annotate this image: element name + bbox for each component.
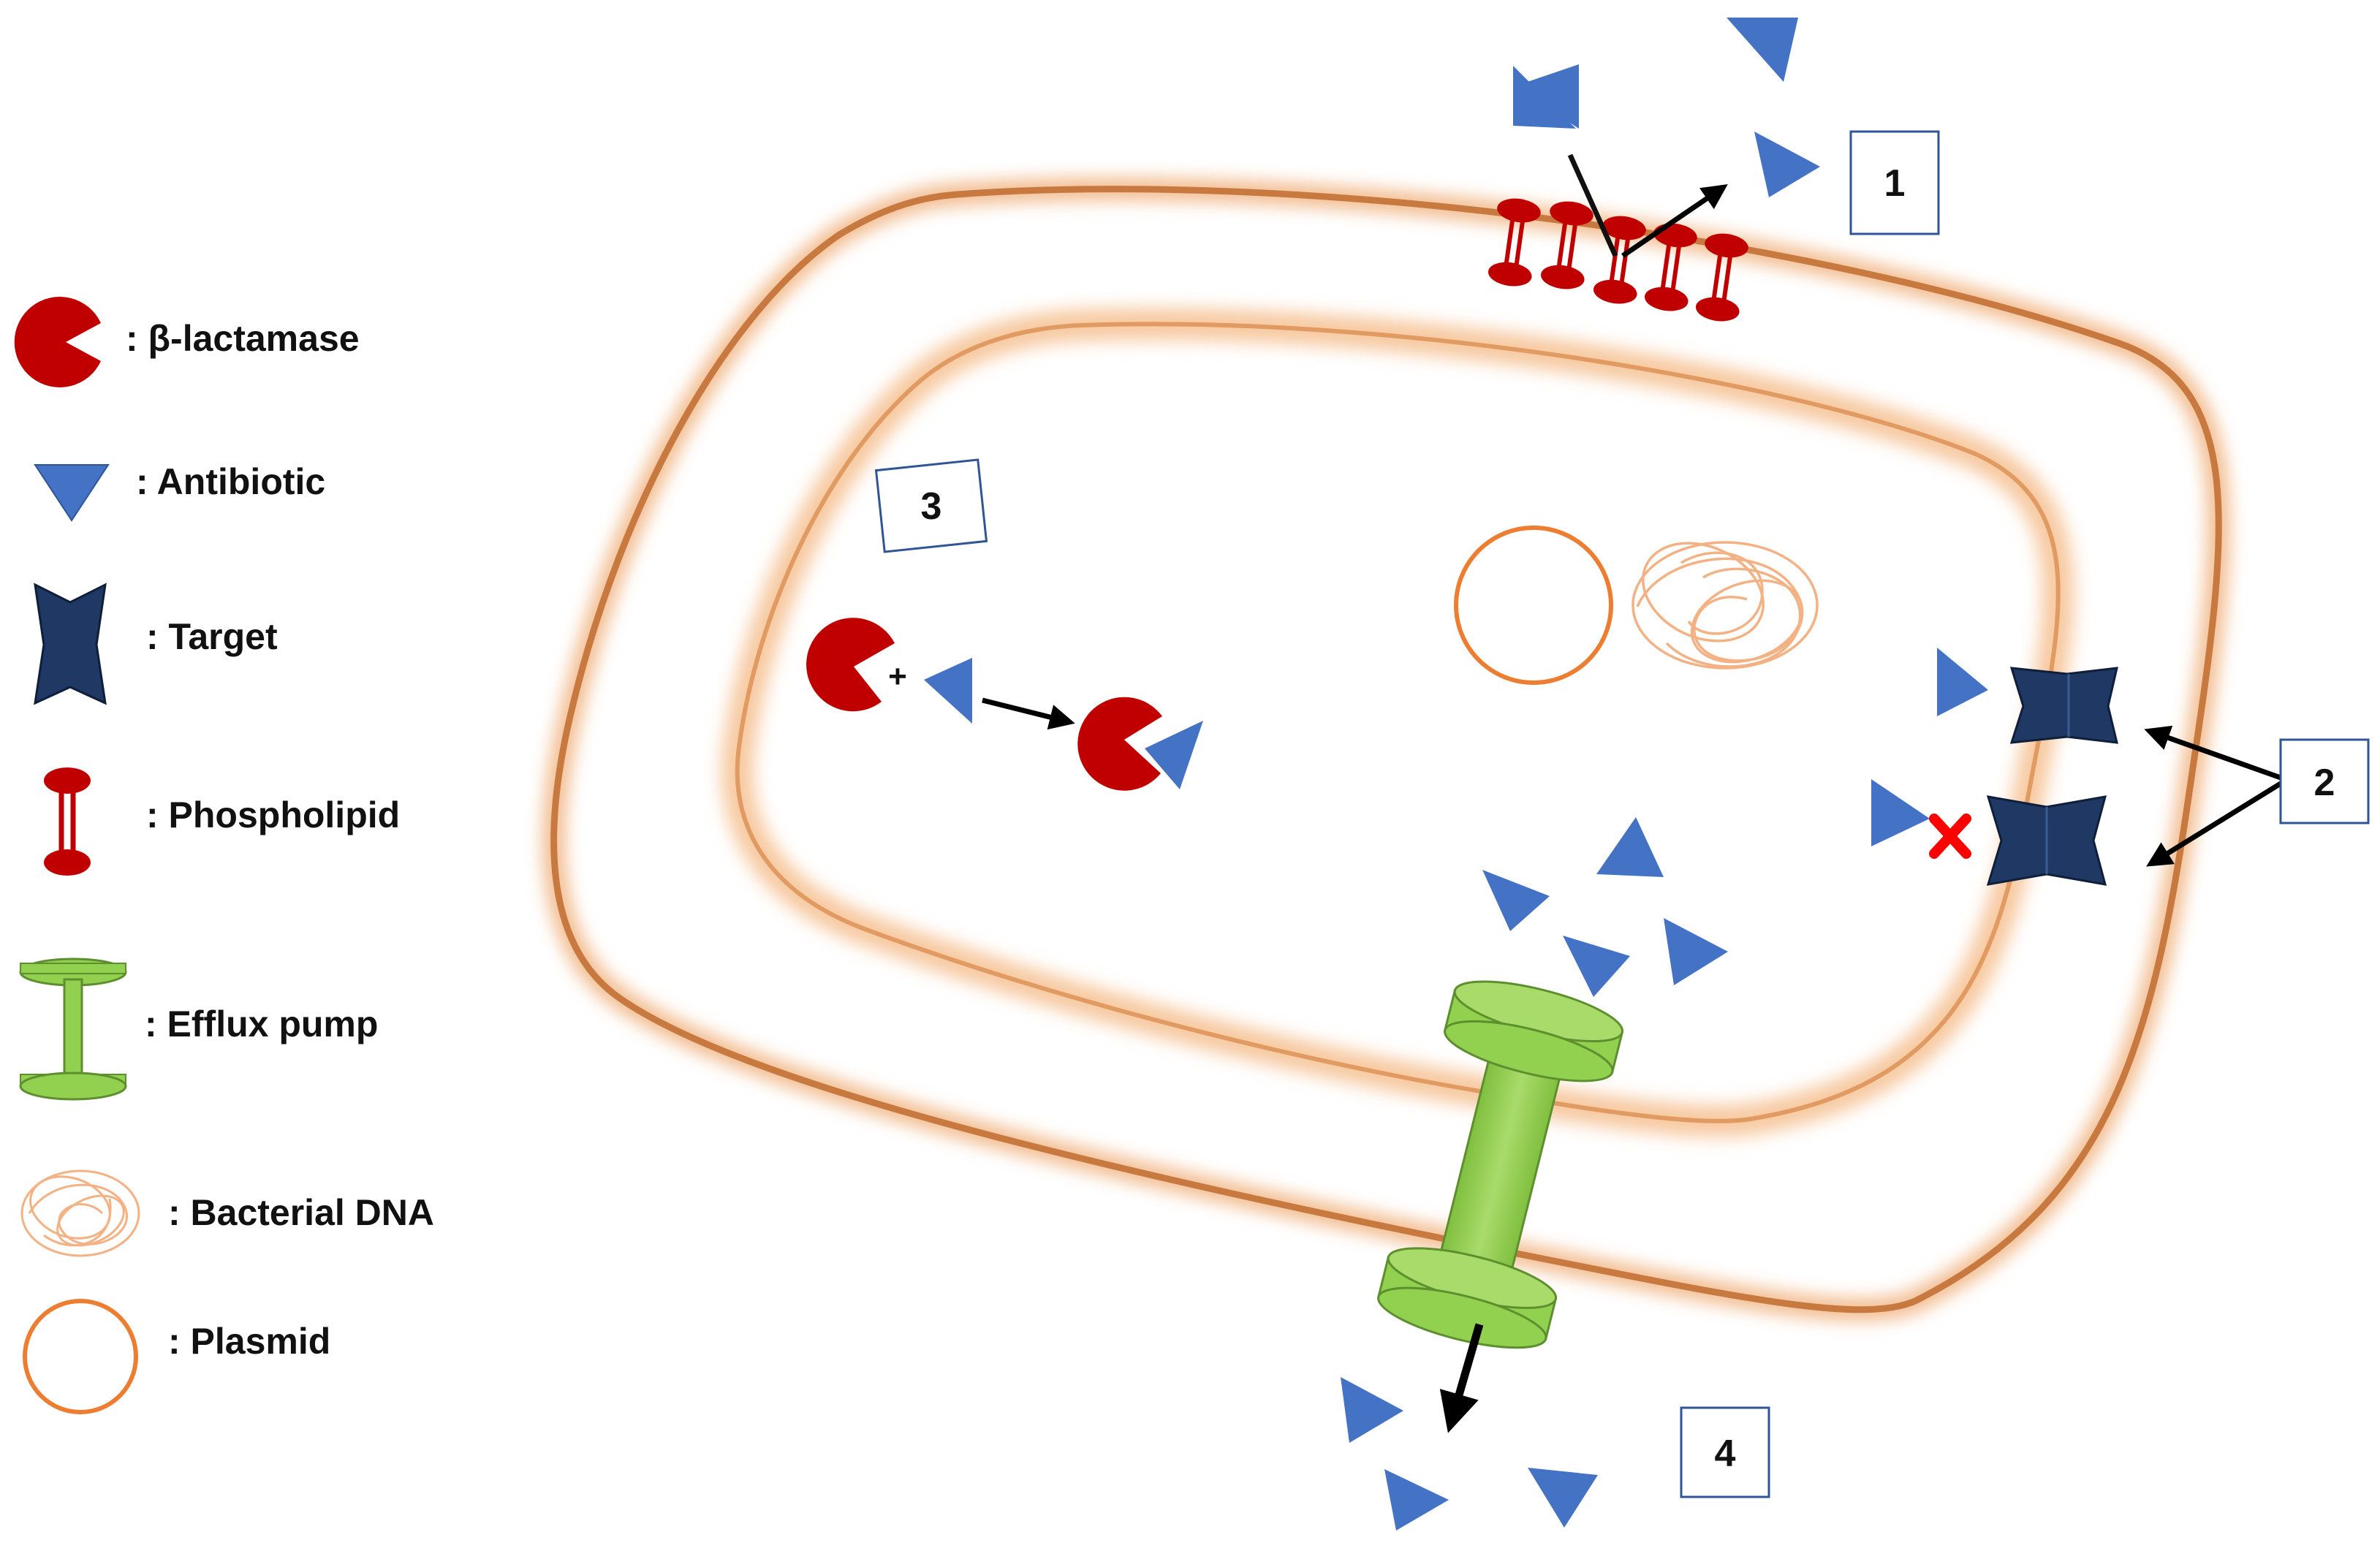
beta-lactamase-bound (1077, 697, 1162, 791)
antibiotic-triangle (924, 658, 972, 724)
legend-row-beta-lactamase: : β-lactamase (14, 296, 360, 387)
plus-sign: + (888, 659, 907, 694)
bacterial-dna-in-cell (1631, 541, 1819, 670)
mechanism-label-1: 1 (1884, 162, 1906, 205)
mechanism-box-1 (1849, 130, 1940, 235)
antibiotic-triangle (1341, 1377, 1403, 1443)
efflux-pump (1377, 980, 1624, 1349)
reaction-arrow (982, 697, 1075, 730)
antibiotic-triangle (1563, 936, 1630, 997)
mechanism-label-4: 4 (1715, 1433, 1736, 1475)
legend-label-target: : Target (146, 616, 278, 657)
mechanism-box-4 (1680, 1406, 1770, 1498)
pointer-arrow (2146, 781, 2282, 867)
inner-membrane (721, 308, 2074, 1137)
legend-label-bacterial-dna: : Bacterial DNA (168, 1192, 434, 1233)
bowtie-target-icon (34, 583, 107, 705)
antibiotic-triangle (1754, 132, 1820, 197)
deflect-arrow (1621, 184, 1728, 258)
mechanism-4: 4 (1341, 817, 1770, 1531)
legend-label-phospholipid: : Phospholipid (146, 795, 400, 835)
legend-label-plasmid: : Plasmid (168, 1321, 330, 1362)
legend-label-efflux-pump: : Efflux pump (145, 1004, 378, 1044)
antibiotic-triangle (1937, 648, 1988, 716)
antibiotic-triangle (1596, 817, 1664, 877)
blue-triangle-icon (34, 464, 110, 522)
legend-row-target: : Target (34, 583, 278, 705)
antibiotic-triangle (1515, 64, 1579, 129)
mechanism-label-3: 3 (921, 485, 942, 528)
legend: : β-lactamase : Antibiotic : Target : Ph… (14, 296, 434, 1414)
antibiotic-triangle (1528, 1468, 1598, 1528)
blocked-entry-line (1567, 153, 1618, 257)
legend-row-antibiotic: : Antibiotic (34, 461, 325, 522)
green-spool-pump-icon (19, 957, 127, 1101)
phospholipid-icon (44, 767, 91, 876)
legend-row-plasmid: : Plasmid (23, 1299, 330, 1414)
beta-lactamase-enzyme (806, 618, 895, 712)
antibiotic-triangle (1482, 870, 1550, 931)
target-bowtie (2009, 667, 2118, 744)
outer-membrane (542, 178, 2230, 1321)
mechanism-2: 2 (1871, 648, 2370, 886)
blocked-x-icon (1929, 814, 1971, 859)
legend-row-phospholipid: : Phospholipid (44, 767, 400, 876)
mechanism-box-3 (874, 458, 988, 553)
mechanism-3: 3 + (806, 458, 1203, 791)
pacman-enzyme-icon (14, 296, 101, 387)
plasmid-in-cell (1454, 526, 1613, 685)
legend-row-efflux-pump: : Efflux pump (19, 957, 378, 1101)
phospholipid-cluster (1488, 198, 1748, 322)
mechanism-label-2: 2 (2314, 762, 2335, 804)
legend-row-bacterial-dna: : Bacterial DNA (20, 1169, 434, 1257)
antibiotic-triangle (1871, 779, 1930, 846)
antibiotic-triangle-bound (1145, 721, 1203, 789)
pointer-arrow (2144, 725, 2282, 781)
legend-label-antibiotic: : Antibiotic (136, 461, 325, 502)
antibiotic-triangle (1384, 1469, 1449, 1531)
antibiotic-triangle (1664, 918, 1728, 985)
tangled-dna-icon (20, 1169, 140, 1257)
mechanism-1: 1 (1488, 18, 1940, 322)
bacterial-cell (542, 178, 2230, 1321)
efflux-arrow (1439, 1323, 1484, 1433)
mechanism-box-2 (2279, 738, 2370, 824)
legend-label-beta-lactamase: : β-lactamase (126, 318, 360, 359)
orange-ring-icon (23, 1299, 138, 1414)
antibiotic-triangle (1727, 18, 1798, 82)
